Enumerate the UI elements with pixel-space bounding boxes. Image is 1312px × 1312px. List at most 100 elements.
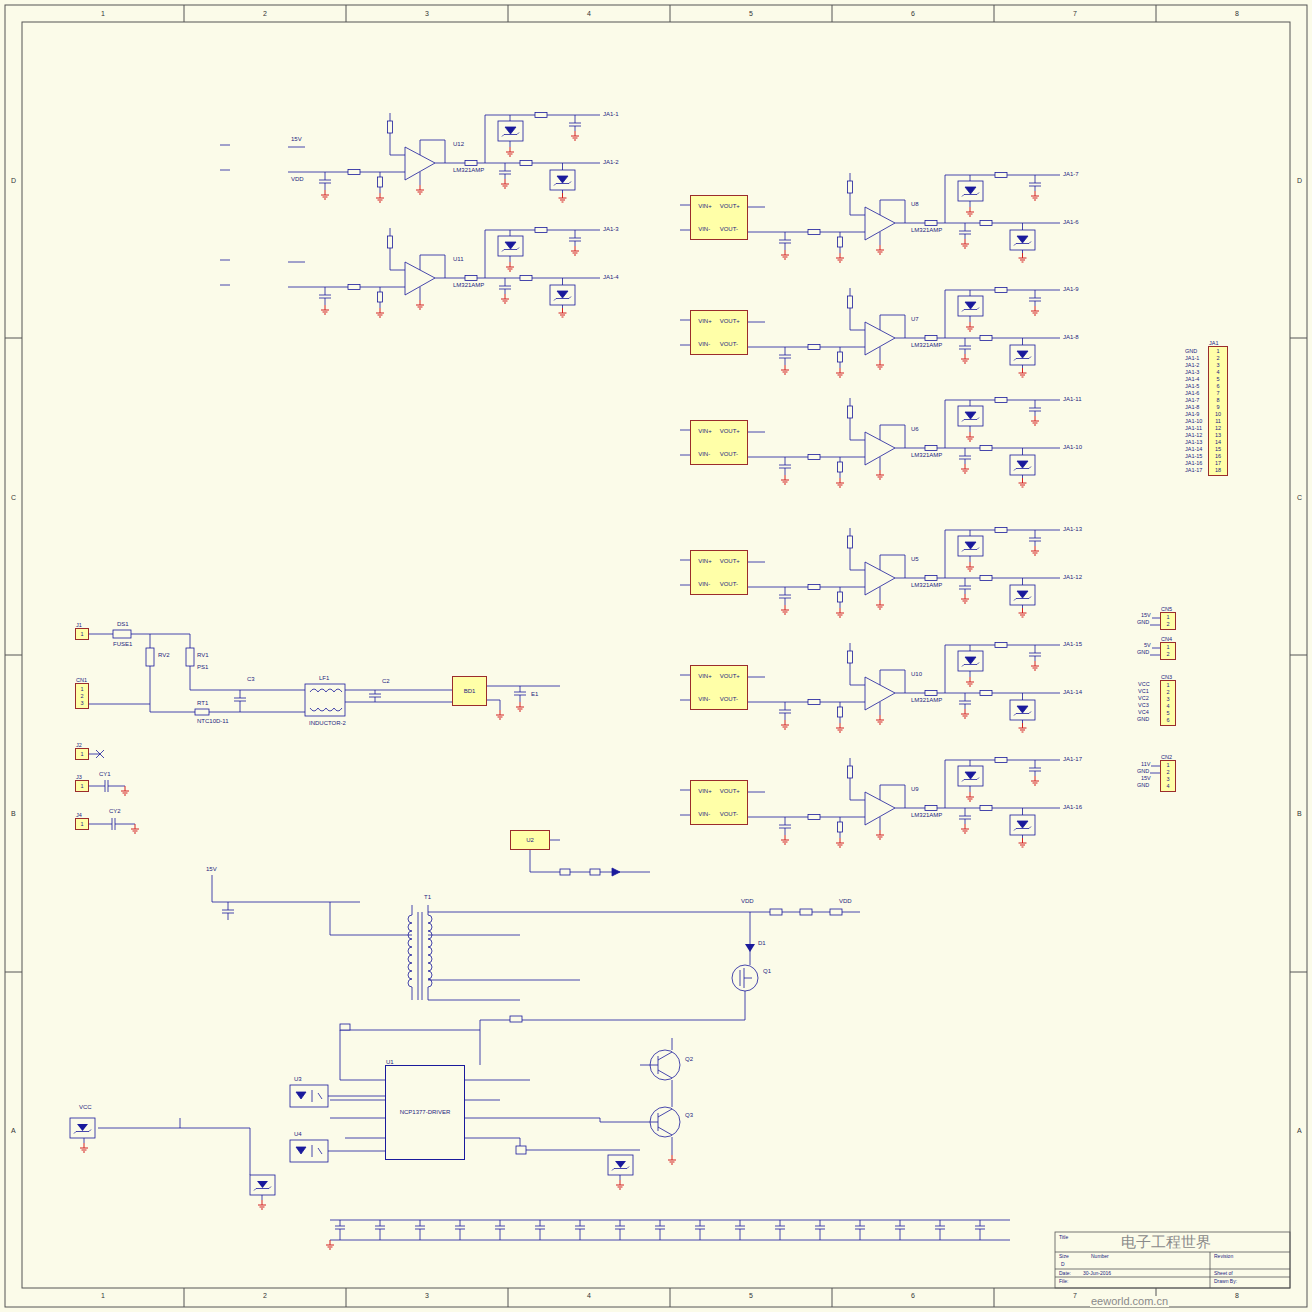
schematic-label: U12 <box>452 141 465 147</box>
schematic-label: JA1-3 <box>1184 370 1200 376</box>
schematic-label: JA1-13 <box>1062 526 1083 532</box>
pin-label: 3 <box>1166 776 1169 783</box>
pin-label: NCP1377-DRIVER <box>400 1109 451 1116</box>
regulator-module: U2 <box>510 830 550 850</box>
schematic-label: 11V <box>1140 762 1151 768</box>
pin-label: VIN- <box>698 811 712 818</box>
schematic-label: VC1 <box>1137 689 1150 695</box>
pin-label: 1 <box>80 821 83 828</box>
pin-label: 5 <box>1166 710 1169 717</box>
schematic-label: 15V <box>290 136 303 142</box>
schematic-label: JA1-4 <box>1184 377 1200 383</box>
pin-label: 12 <box>1215 425 1221 432</box>
schematic-label: JA1-17 <box>1062 756 1083 762</box>
schematic-label: Revision <box>1213 1254 1234 1259</box>
pin-label: 3 <box>1166 696 1169 703</box>
schematic-label: Q2 <box>684 1056 694 1062</box>
pin-label: VOUT+ <box>720 428 740 435</box>
schematic-label: Drawn By: <box>1213 1279 1238 1284</box>
part-designator: CN3 <box>1161 675 1172 681</box>
grid-marker: 2 <box>262 10 268 17</box>
schematic-label: VC2 <box>1137 696 1150 702</box>
pin-label: 1 <box>80 686 83 693</box>
pin-group: 1 <box>80 631 83 638</box>
part-designator: CN2 <box>1161 755 1172 761</box>
pin-group: 1 <box>80 821 83 828</box>
schematic-label: File: <box>1058 1279 1069 1284</box>
header-connector: JA1123456789101112131415161718 <box>1208 346 1228 476</box>
grid-marker: D <box>10 177 17 184</box>
part-designator: J3 <box>76 775 82 781</box>
dc-dc-module: VIN+VOUT+VIN-VOUT- <box>690 195 748 240</box>
dc-dc-module: VIN+VOUT+VIN-VOUT- <box>690 420 748 465</box>
pin-label: VIN+ <box>698 673 712 680</box>
pin-label: 5 <box>1216 376 1219 383</box>
schematic-label: JA1-4 <box>602 274 620 280</box>
schematic-label: D1 <box>757 940 767 946</box>
schematic-label: JA1-11 <box>1062 396 1083 402</box>
schematic-label: JA1-7 <box>1184 398 1200 404</box>
schematic-label: JA1-1 <box>602 111 620 117</box>
grid-marker: 1 <box>100 1292 106 1299</box>
pin-label: VIN+ <box>698 428 712 435</box>
schematic-label: Number <box>1090 1254 1110 1259</box>
schematic-label: JA1-16 <box>1184 461 1203 467</box>
schematic-label: JA1-6 <box>1062 219 1080 225</box>
grid-marker: 8 <box>1234 1292 1240 1299</box>
schematic-label: 5V <box>1143 643 1152 649</box>
pin-label: 3 <box>80 700 83 707</box>
schematic-label: D <box>1060 1262 1066 1267</box>
dc-dc-module: VIN+VOUT+VIN-VOUT- <box>690 310 748 355</box>
pin-label: 1 <box>80 783 83 790</box>
pin-group: VIN+VOUT+VIN-VOUT- <box>698 673 740 703</box>
pin-label: BD1 <box>464 688 476 695</box>
schematic-label: JA1-2 <box>1184 363 1200 369</box>
schematic-label: U3 <box>293 1076 303 1082</box>
pin-label: VIN- <box>698 581 712 588</box>
schematic-label: JA1-10 <box>1184 419 1203 425</box>
connector: CN512 <box>1160 612 1176 630</box>
pin-group: 12 <box>1166 614 1169 628</box>
schematic-label: CY1 <box>98 771 112 777</box>
dc-dc-module: VIN+VOUT+VIN-VOUT- <box>690 665 748 710</box>
pin-label: 11 <box>1215 418 1221 425</box>
part-designator: J2 <box>76 743 82 749</box>
pin-group: VIN+VOUT+VIN-VOUT- <box>698 203 740 233</box>
schematic-label: INDUCTOR-2 <box>308 720 347 726</box>
schematic-label: 15V <box>1140 776 1152 782</box>
pin-group: 1 <box>80 783 83 790</box>
pin-label: 7 <box>1216 390 1219 397</box>
pin-label: VIN+ <box>698 203 712 210</box>
schematic-label: JA1-8 <box>1062 334 1080 340</box>
schematic-label: JA1-1 <box>1184 356 1200 362</box>
pin-label: 9 <box>1216 404 1219 411</box>
pin-label: VIN+ <box>698 318 712 325</box>
pin-group: 1 <box>80 751 83 758</box>
schematic-label: JA1-13 <box>1184 440 1203 446</box>
pin-label: 6 <box>1166 717 1169 724</box>
pin-label: U2 <box>526 837 534 844</box>
grid-marker: 7 <box>1072 1292 1078 1299</box>
schematic-label: RV2 <box>157 652 171 658</box>
schematic-label: DS1 <box>116 621 130 627</box>
pin-group: 123456 <box>1166 682 1169 724</box>
schematic-label: LM321AMP <box>452 167 485 173</box>
part-designator: J4 <box>76 813 82 819</box>
pin-group: U2 <box>526 837 534 844</box>
schematic-label: JA1-5 <box>1184 384 1200 390</box>
schematic-label: 15V <box>1140 613 1152 619</box>
schematic-label: PS1 <box>196 664 209 670</box>
schematic-label: FUSE1 <box>112 641 133 647</box>
schematic-label: LM321AMP <box>910 812 943 818</box>
pin-group: 123456789101112131415161718 <box>1215 348 1221 474</box>
schematic-label: VC4 <box>1137 710 1150 716</box>
connector: J21 <box>75 748 89 760</box>
schematic-label: JA1-8 <box>1184 405 1200 411</box>
schematic-label: U8 <box>910 201 920 207</box>
grid-marker: 5 <box>748 1292 754 1299</box>
grid-marker: 1 <box>100 10 106 17</box>
connector: CN21234 <box>1160 760 1176 792</box>
part-designator: CN5 <box>1161 607 1172 613</box>
schematic-label: VCC <box>1137 682 1151 688</box>
grid-marker: 7 <box>1072 10 1078 17</box>
